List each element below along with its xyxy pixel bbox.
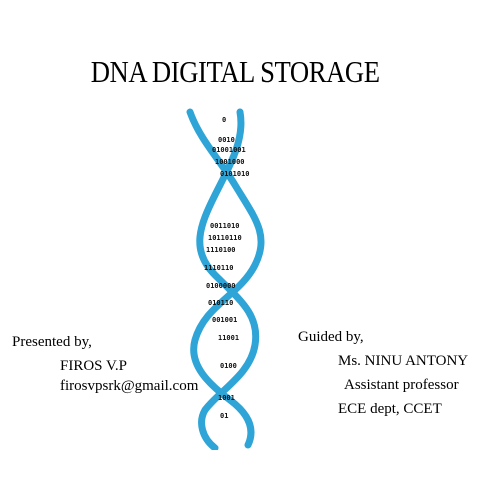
presenter-name: FIROS V.P	[60, 358, 127, 374]
helix-binary-rung: 0011010	[210, 222, 240, 230]
helix-strand-b	[196, 108, 260, 450]
helix-binary-rung: 1001000	[215, 158, 245, 166]
helix-binary-rung: 0101010	[220, 170, 250, 178]
presenter-heading: Presented by,	[12, 334, 92, 350]
helix-binary-rung: 1110100	[206, 246, 236, 254]
helix-binary-rung: 0	[222, 116, 226, 124]
guide-heading: Guided by,	[298, 329, 364, 345]
helix-rungs: 0001001001001100100001010100011010101101…	[204, 116, 250, 420]
helix-binary-rung: 0100	[220, 362, 237, 370]
helix-binary-rung: 01	[220, 412, 228, 420]
helix-binary-rung: 0010	[218, 136, 235, 144]
helix-binary-rung: 1001	[218, 394, 235, 402]
guide-dept: ECE dept, CCET	[338, 401, 442, 417]
helix-binary-rung: 001001	[212, 316, 237, 324]
presenter-email: firosvpsrk@gmail.com	[60, 378, 199, 394]
dna-helix-image: 0001001001001100100001010100011010101101…	[186, 108, 265, 450]
guide-name: Ms. NINU ANTONY	[338, 353, 469, 369]
slide-title: DNA DIGITAL STORAGE	[90, 54, 380, 89]
helix-binary-rung: 010110	[208, 299, 233, 307]
helix-binary-rung: 01001001	[212, 146, 246, 154]
helix-binary-rung: 11001	[218, 334, 239, 342]
helix-binary-rung: 0100000	[206, 282, 236, 290]
helix-binary-rung: 10110110	[208, 234, 242, 242]
helix-binary-rung: 1110110	[204, 264, 234, 272]
guide-role: Assistant professor	[344, 377, 459, 393]
